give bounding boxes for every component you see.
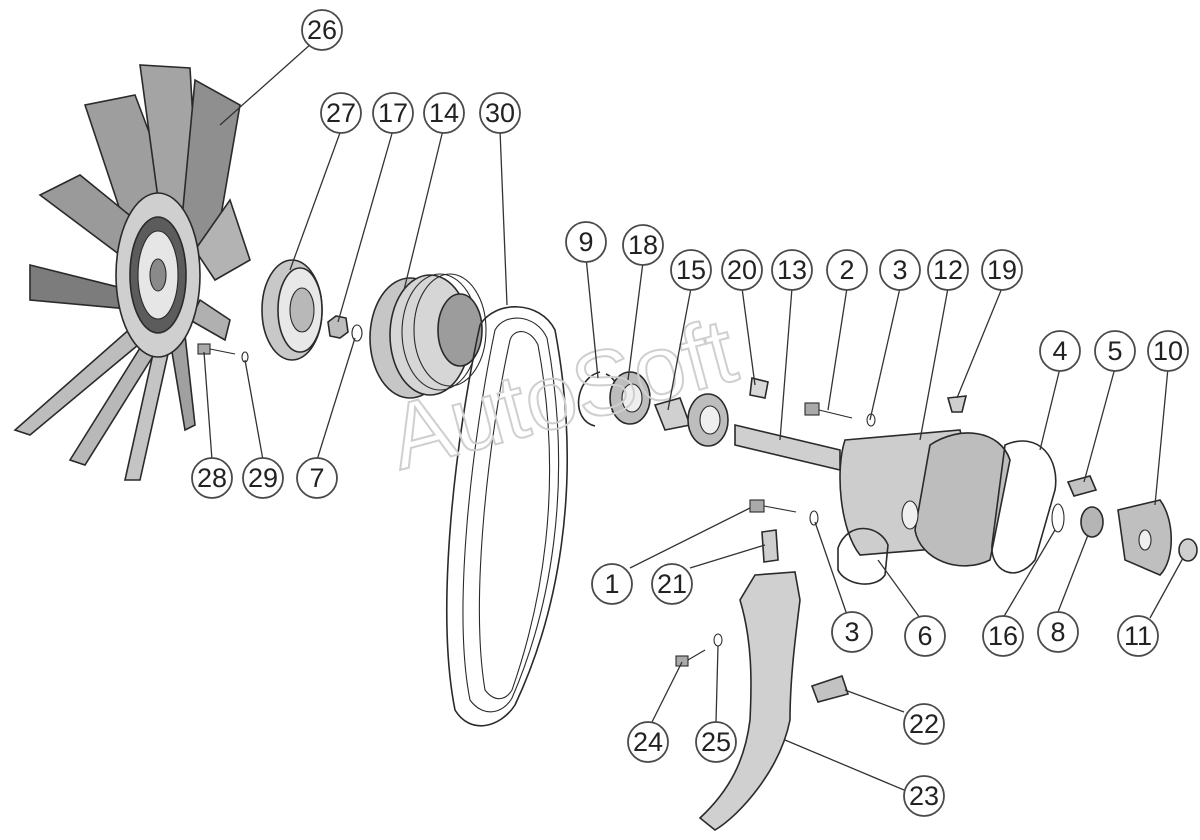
callout-8: 8 xyxy=(1037,611,1079,653)
svg-text:30: 30 xyxy=(485,98,515,128)
bolt-and-washer-small xyxy=(197,343,249,363)
pulley xyxy=(369,273,487,399)
impeller-group xyxy=(1066,475,1198,576)
callout-22: 22 xyxy=(903,703,945,745)
svg-text:3: 3 xyxy=(844,617,859,647)
callout-13: 13 xyxy=(771,249,813,291)
callout-16: 16 xyxy=(982,615,1024,657)
svg-text:3: 3 xyxy=(892,255,907,285)
svg-text:6: 6 xyxy=(917,621,932,651)
svg-text:23: 23 xyxy=(909,781,939,811)
nut-and-washer xyxy=(327,315,363,342)
svg-text:19: 19 xyxy=(987,255,1017,285)
svg-text:2: 2 xyxy=(839,255,854,285)
svg-text:18: 18 xyxy=(628,230,658,260)
fan-assembly xyxy=(13,64,251,481)
callout-4: 4 xyxy=(1039,330,1081,372)
callout-12: 12 xyxy=(927,249,969,291)
svg-text:17: 17 xyxy=(378,98,408,128)
callout-11: 11 xyxy=(1117,615,1159,657)
svg-text:24: 24 xyxy=(633,727,663,757)
callout-28: 28 xyxy=(191,457,233,499)
svg-text:28: 28 xyxy=(197,463,227,493)
elbow-pipe-group xyxy=(675,571,850,831)
svg-text:15: 15 xyxy=(676,255,706,285)
svg-text:21: 21 xyxy=(657,569,687,599)
callout-9: 9 xyxy=(565,221,607,263)
callout-26: 26 xyxy=(301,9,343,51)
callout-3-lower: 3 xyxy=(831,611,873,653)
callout-1: 1 xyxy=(591,563,633,605)
callout-17: 17 xyxy=(372,92,414,134)
callout-24: 24 xyxy=(627,721,669,763)
svg-text:26: 26 xyxy=(307,15,337,45)
svg-text:27: 27 xyxy=(326,98,356,128)
leader-lines xyxy=(203,42,1184,791)
svg-text:29: 29 xyxy=(248,463,278,493)
callout-15: 15 xyxy=(670,249,712,291)
svg-text:8: 8 xyxy=(1050,617,1065,647)
callout-20: 20 xyxy=(721,249,763,291)
callout-7: 7 xyxy=(296,457,338,499)
svg-text:16: 16 xyxy=(988,621,1018,651)
pump-housing-group xyxy=(804,395,1011,567)
callout-19: 19 xyxy=(981,249,1023,291)
callout-10: 10 xyxy=(1147,330,1189,372)
callout-21: 21 xyxy=(651,563,693,605)
callout-14: 14 xyxy=(423,92,465,134)
svg-text:10: 10 xyxy=(1153,336,1183,366)
svg-text:7: 7 xyxy=(309,463,324,493)
svg-text:11: 11 xyxy=(1124,621,1152,651)
callout-5: 5 xyxy=(1094,330,1136,372)
svg-text:13: 13 xyxy=(777,255,807,285)
svg-text:12: 12 xyxy=(933,255,963,285)
svg-text:4: 4 xyxy=(1052,336,1067,366)
callout-6: 6 xyxy=(904,615,946,657)
svg-text:1: 1 xyxy=(604,569,619,599)
callout-27: 27 xyxy=(320,92,362,134)
callout-3-upper: 3 xyxy=(879,249,921,291)
lower-fittings xyxy=(749,499,889,585)
callout-25: 25 xyxy=(695,721,737,763)
callout-29: 29 xyxy=(242,457,284,499)
callout-18: 18 xyxy=(622,224,664,266)
drive-belt xyxy=(446,306,568,727)
hub-flange xyxy=(261,259,323,361)
svg-text:22: 22 xyxy=(909,709,939,739)
callout-2: 2 xyxy=(826,249,868,291)
svg-text:9: 9 xyxy=(578,227,593,257)
svg-text:20: 20 xyxy=(727,255,757,285)
svg-text:25: 25 xyxy=(701,727,731,757)
svg-text:5: 5 xyxy=(1107,336,1122,366)
gasket-and-ring xyxy=(991,440,1065,574)
callout-23: 23 xyxy=(903,775,945,817)
svg-text:14: 14 xyxy=(429,98,459,128)
callout-30: 30 xyxy=(479,92,521,134)
